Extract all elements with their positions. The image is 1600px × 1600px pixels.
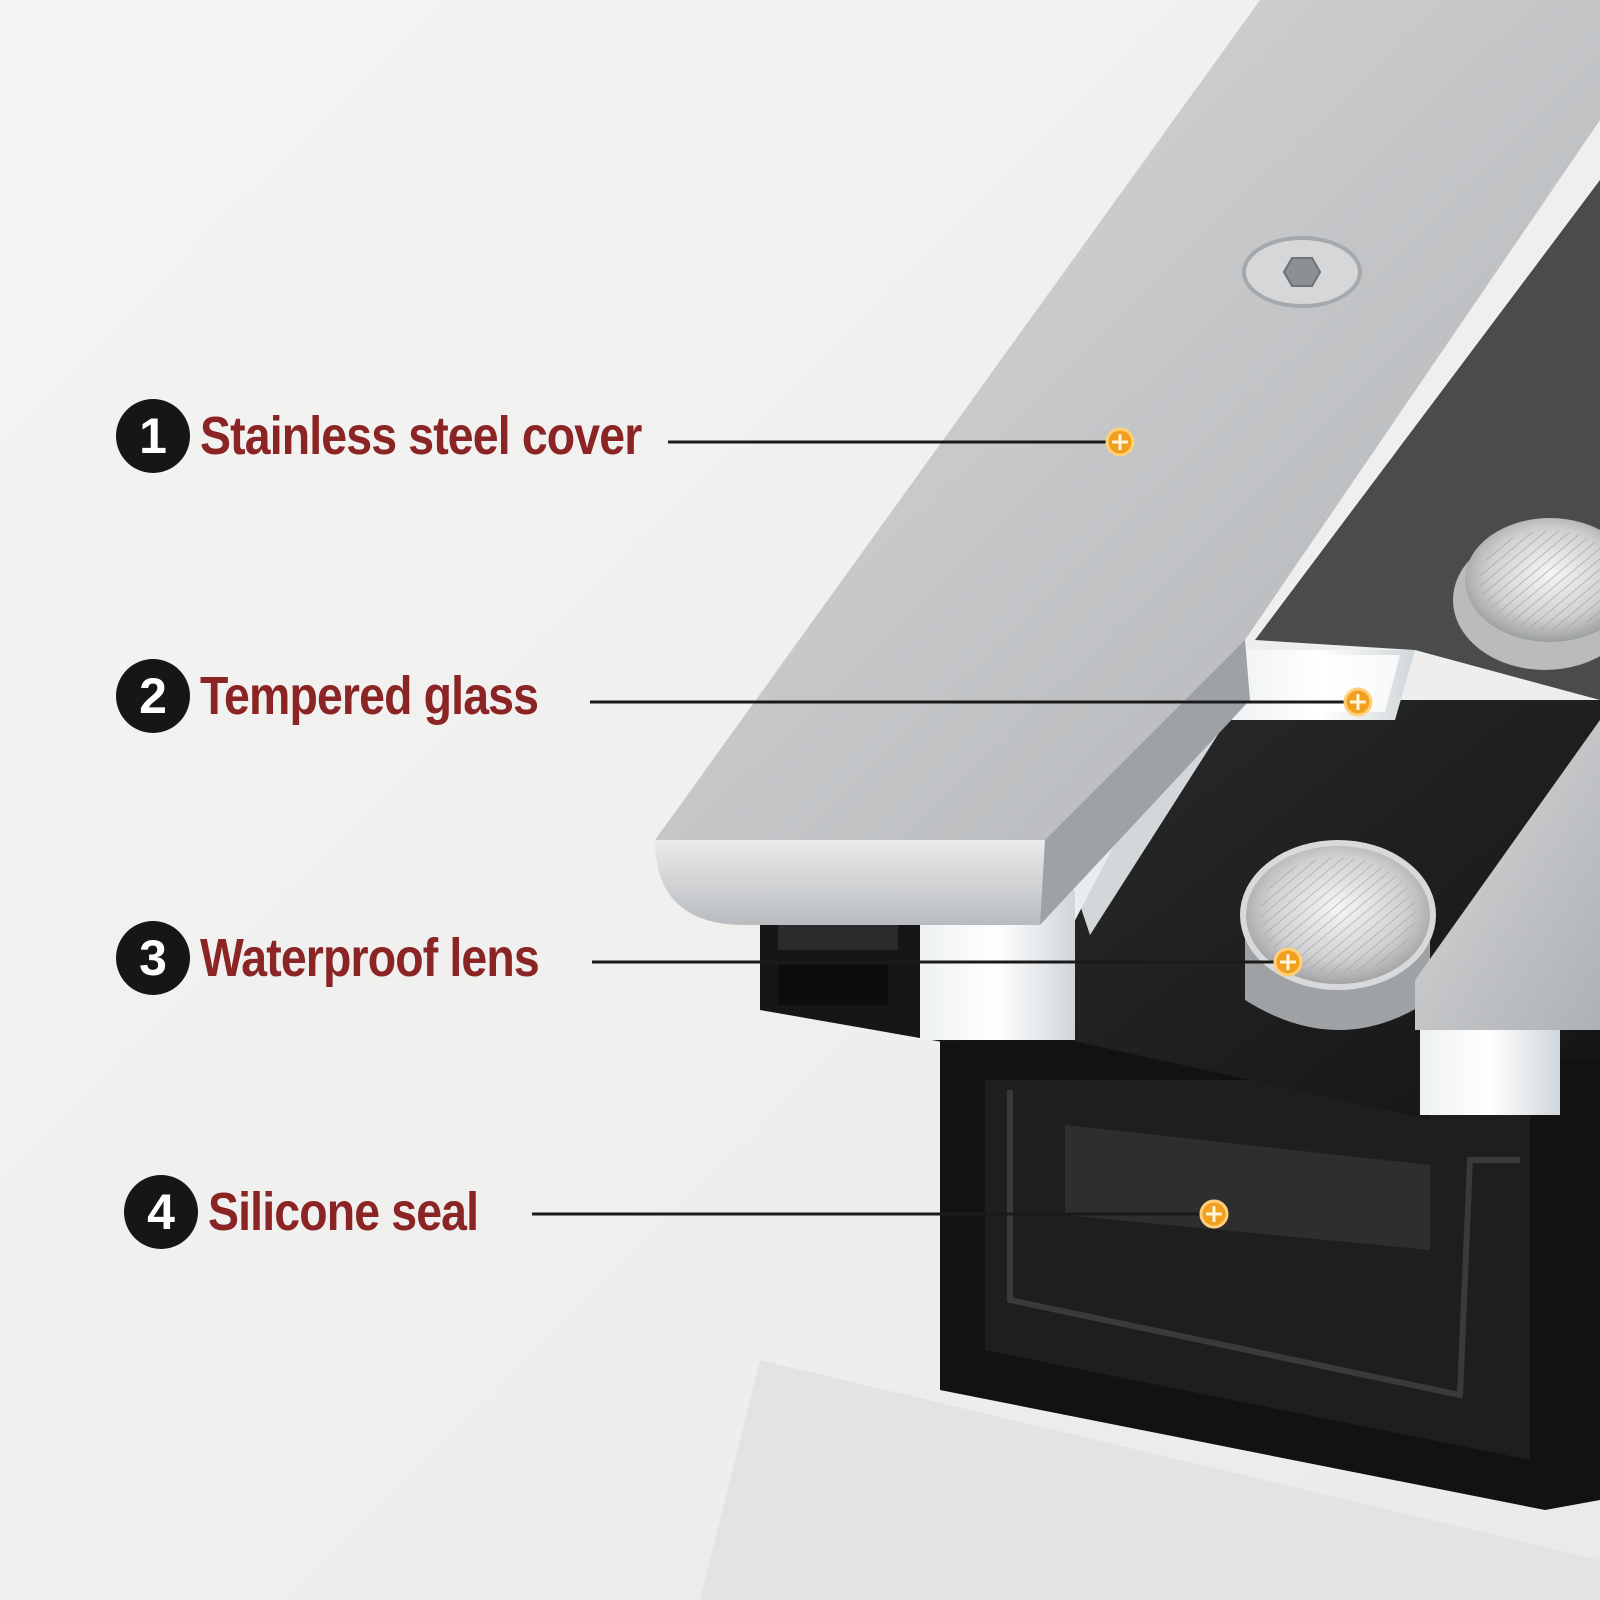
glass-wall-right — [1420, 1030, 1560, 1115]
steel-cover-left-edge-shade — [1040, 640, 1250, 925]
callout-number-badge: 3 — [116, 921, 190, 995]
housing-slot-lower — [778, 965, 888, 1005]
marker-3 — [1273, 947, 1303, 977]
seal-pad — [1065, 1125, 1430, 1250]
callout-silicone-seal: 4 Silicone seal — [124, 1172, 522, 1252]
callout-label: Stainless steel cover — [200, 406, 642, 466]
callout-label: Silicone seal — [208, 1182, 479, 1242]
marker-2 — [1343, 687, 1373, 717]
glass-pane-edge-shine — [1310, 655, 1400, 712]
steel-cover-left-edge — [655, 840, 1045, 925]
callout-waterproof-lens: 3 Waterproof lens — [116, 918, 594, 998]
housing-channel-line — [1007, 1090, 1520, 1399]
leader-lines — [532, 440, 1358, 1216]
callout-label: Tempered glass — [200, 666, 539, 726]
callout-number-badge: 1 — [116, 399, 190, 473]
markers — [1105, 427, 1373, 1229]
marker-4 — [1199, 1199, 1229, 1229]
callout-number-badge: 4 — [124, 1175, 198, 1249]
callout-tempered-glass: 2 Tempered glass — [116, 656, 593, 736]
callout-stainless-steel-cover: 1 Stainless steel cover — [116, 396, 713, 476]
glass-wall-left-top — [1075, 700, 1240, 935]
fixture-shadow — [700, 1360, 1600, 1600]
screw-hex-socket — [1282, 257, 1322, 287]
marker-1 — [1105, 427, 1135, 457]
callout-number-badge: 2 — [116, 659, 190, 733]
callout-label: Waterproof lens — [200, 928, 540, 988]
glass-wall-left — [920, 890, 1075, 1040]
